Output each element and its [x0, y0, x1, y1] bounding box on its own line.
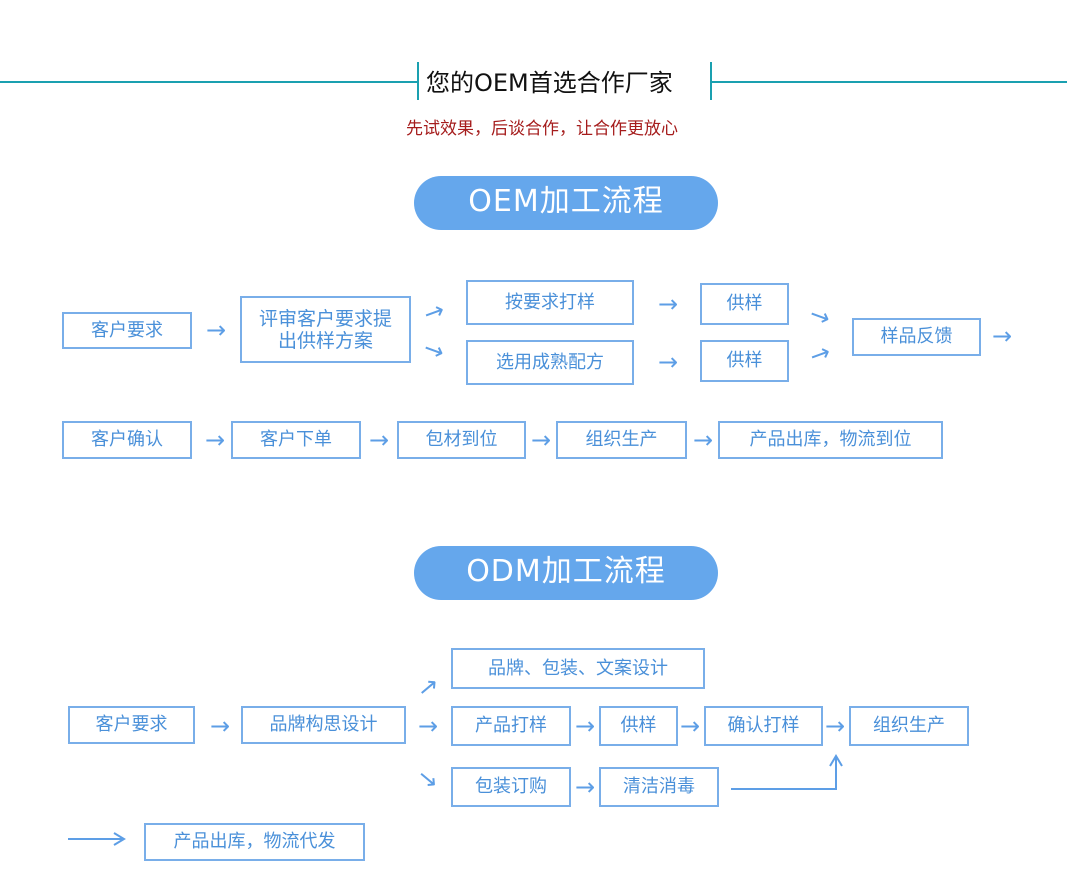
arrow-right-icon: →	[205, 426, 226, 454]
oem-sample-supply-2: 供样	[700, 340, 789, 382]
arrow-right-icon: →	[531, 426, 552, 454]
oem-packaging-ready: 包材到位	[397, 421, 526, 459]
oem-ship-out: 产品出库，物流到位	[718, 421, 943, 459]
odm-ship-out: 产品出库，物流代发	[144, 823, 365, 861]
arrow-right-icon: →	[680, 712, 701, 740]
header-bar-left	[417, 62, 419, 100]
odm-production: 组织生产	[849, 706, 969, 746]
arrow-right-icon: →	[206, 316, 227, 344]
oem-customer-confirm: 客户确认	[62, 421, 192, 459]
arrow-right-icon: →	[210, 712, 231, 740]
odm-product-sample: 产品打样	[451, 706, 571, 746]
header-bar-right	[710, 62, 712, 100]
header-line-left	[0, 81, 417, 83]
arrow-right-icon: →	[658, 348, 679, 376]
oem-sample-feedback: 样品反馈	[852, 318, 981, 356]
page-subtitle: 先试效果，后谈合作，让合作更放心	[406, 119, 678, 139]
oem-customer-order: 客户下单	[231, 421, 361, 459]
oem-production: 组织生产	[556, 421, 687, 459]
oem-customer-request: 客户要求	[62, 312, 192, 349]
odm-section-title: ODM加工流程	[414, 546, 718, 600]
arrow-right-icon: →	[825, 712, 846, 740]
oem-review-proposal: 评审客户要求提出供样方案	[240, 296, 411, 363]
odm-packaging-order: 包装订购	[451, 767, 571, 807]
arrow-right-icon: →	[575, 712, 596, 740]
arrow-right-icon: →	[369, 426, 390, 454]
oem-select-mature-formula: 选用成熟配方	[466, 340, 634, 385]
arrow-right-icon: →	[575, 773, 596, 801]
odm-brand-concept-design: 品牌构思设计	[241, 706, 406, 744]
oem-section-title: OEM加工流程	[414, 176, 718, 230]
arrow-right-icon: →	[992, 322, 1013, 350]
odm-brand-packaging-copy-design: 品牌、包装、文案设计	[451, 648, 705, 689]
header-line-right	[712, 81, 1067, 83]
arrow-right-icon: →	[418, 712, 439, 740]
oem-sample-by-request: 按要求打样	[466, 280, 634, 325]
odm-customer-request: 客户要求	[68, 706, 195, 744]
odm-confirm-sample: 确认打样	[704, 706, 823, 746]
odm-sample-supply: 供样	[599, 706, 678, 746]
arrow-right-icon: →	[693, 426, 714, 454]
odm-clean-disinfect: 清洁消毒	[599, 767, 719, 807]
page-title: 您的OEM首选合作厂家	[426, 69, 673, 97]
arrow-right-icon: →	[658, 290, 679, 318]
oem-sample-supply-1: 供样	[700, 283, 789, 325]
